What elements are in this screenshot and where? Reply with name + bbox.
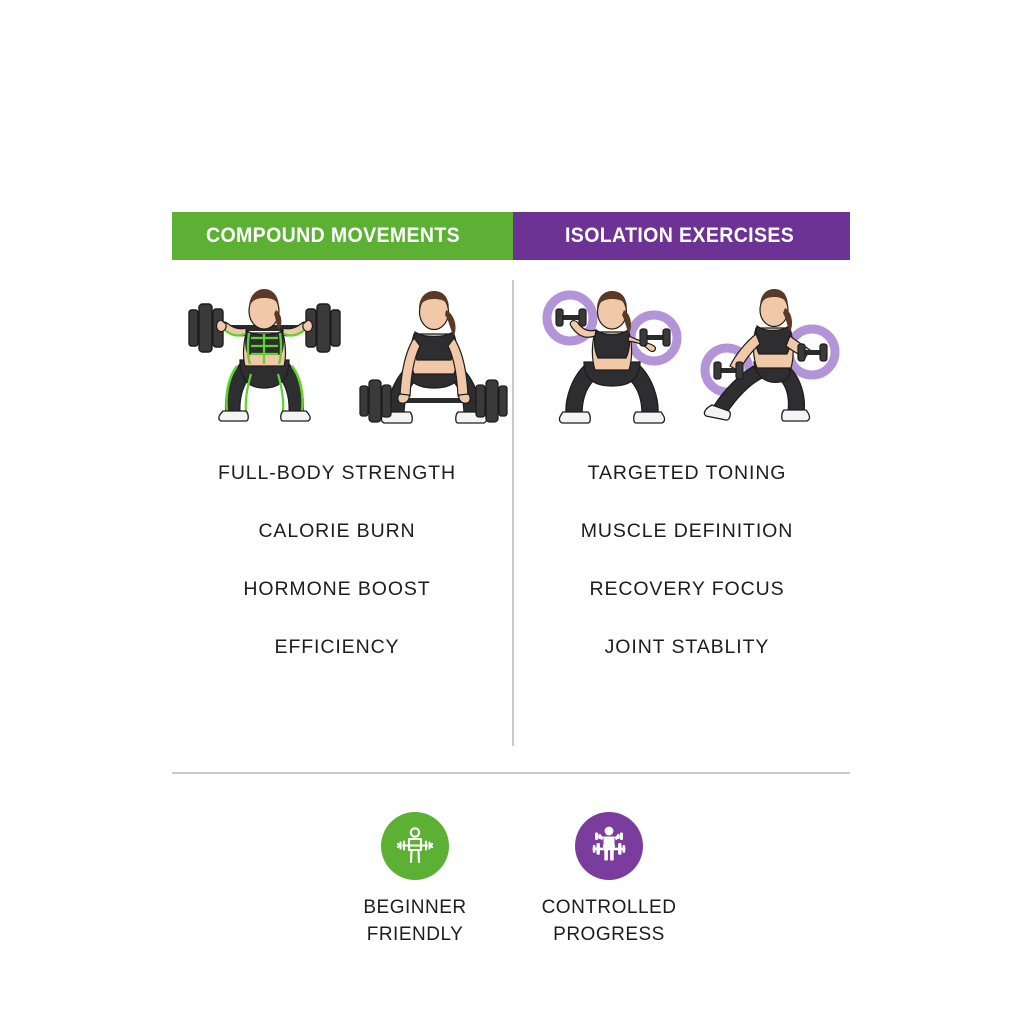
- person-lifting-barbell-solid-icon: [575, 812, 643, 880]
- barbell-deadlift-figure: [354, 282, 514, 447]
- column-divider: [512, 280, 514, 746]
- header-compound-label: COMPOUND MOVEMENTS: [206, 224, 461, 247]
- badge-controlled-progress: CONTROLLED PROGRESS: [534, 812, 684, 948]
- badge-label-beginner-friendly: BEGINNER FRIENDLY: [363, 894, 466, 948]
- illustration-band: [172, 278, 850, 448]
- person-with-barbell-outline-icon: [381, 812, 449, 880]
- benefit-item: JOINT STABLITY: [604, 636, 770, 658]
- column-headers: COMPOUND MOVEMENTS ISOLATION EXERCISES: [172, 212, 850, 260]
- badge-label-line2: PROGRESS: [553, 924, 665, 945]
- badge-label-controlled-progress: CONTROLLED PROGRESS: [542, 894, 677, 948]
- header-isolation-label: ISOLATION EXERCISES: [565, 224, 795, 247]
- benefit-item: TARGETED TONING: [587, 462, 787, 484]
- dumbbell-side-lunge-figure: [692, 284, 852, 439]
- barbell-back-squat-figure: [177, 278, 352, 438]
- benefit-item: HORMONE BOOST: [243, 578, 431, 600]
- badge-beginner-friendly: BEGINNER FRIENDLY: [340, 812, 490, 948]
- benefits-list-isolation: TARGETED TONING MUSCLE DEFINITION RECOVE…: [522, 458, 852, 690]
- badge-label-line1: BEGINNER: [363, 897, 467, 918]
- header-isolation-exercises: ISOLATION EXERCISES: [513, 212, 850, 260]
- section-divider: [172, 772, 850, 774]
- header-compound-movements: COMPOUND MOVEMENTS: [172, 212, 513, 260]
- benefit-item: CALORIE BURN: [258, 520, 416, 542]
- benefit-item: MUSCLE DEFINITION: [580, 520, 794, 542]
- dumbbell-bicep-curl-figure: [532, 284, 692, 439]
- badge-label-line1: CONTROLLED: [541, 897, 677, 918]
- benefits-list-compound: FULL-BODY STRENGTH CALORIE BURN HORMONE …: [172, 458, 502, 690]
- benefit-item: EFFICIENCY: [274, 636, 400, 658]
- benefit-item: FULL-BODY STRENGTH: [218, 462, 456, 484]
- benefit-item: RECOVERY FOCUS: [589, 578, 785, 600]
- badge-label-line2: FRIENDLY: [366, 924, 464, 945]
- badge-row: BEGINNER FRIENDLY: [340, 812, 684, 948]
